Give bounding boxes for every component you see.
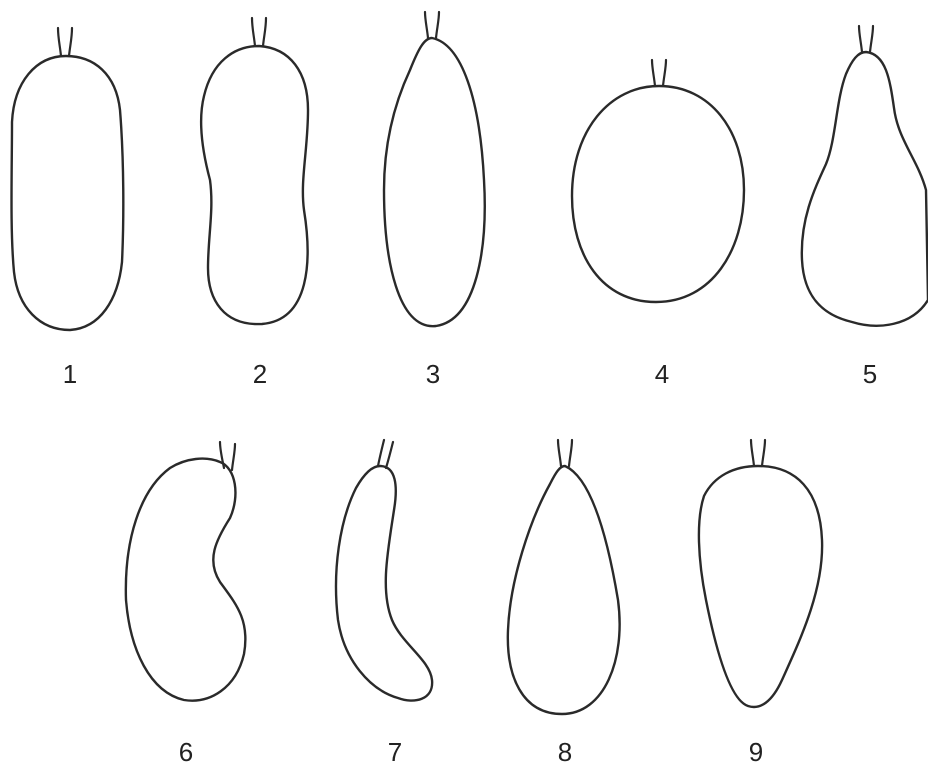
shape-8: 8 (508, 440, 620, 767)
shape-3-label: 3 (426, 359, 440, 389)
shape-5: 5 (802, 26, 928, 389)
shape-2-outline (201, 46, 308, 324)
shape-7-label: 7 (388, 737, 402, 767)
shape-8-label: 8 (558, 737, 572, 767)
shape-8-stalk (558, 440, 572, 466)
shape-4: 4 (572, 60, 744, 389)
shape-4-stalk (652, 60, 666, 86)
shape-1-stalk (58, 28, 72, 56)
shape-9-stalk (751, 440, 765, 466)
shape-3-stalk (425, 12, 439, 38)
shape-5-outline (802, 52, 928, 326)
shape-3-outline (384, 38, 485, 326)
shape-9-label: 9 (749, 737, 763, 767)
shape-5-label: 5 (863, 359, 877, 389)
shape-2-label: 2 (253, 359, 267, 389)
shape-6: 6 (126, 442, 246, 767)
shape-1-outline (12, 56, 124, 330)
shape-4-outline (572, 86, 744, 302)
shape-3: 3 (384, 12, 485, 389)
shape-5-stalk (859, 26, 873, 52)
shape-4-label: 4 (655, 359, 669, 389)
shape-1: 1 (12, 28, 124, 389)
shape-7-stalk (378, 440, 393, 468)
shape-1-label: 1 (63, 359, 77, 389)
shape-2-stalk (252, 18, 266, 46)
shape-2: 2 (201, 18, 308, 389)
shape-9-outline (699, 466, 822, 707)
shape-8-outline (508, 466, 620, 714)
shape-6-outline (126, 459, 246, 701)
shape-6-label: 6 (179, 737, 193, 767)
shape-7-outline (336, 466, 432, 701)
shape-9: 9 (699, 440, 822, 767)
shape-7: 7 (336, 440, 432, 767)
